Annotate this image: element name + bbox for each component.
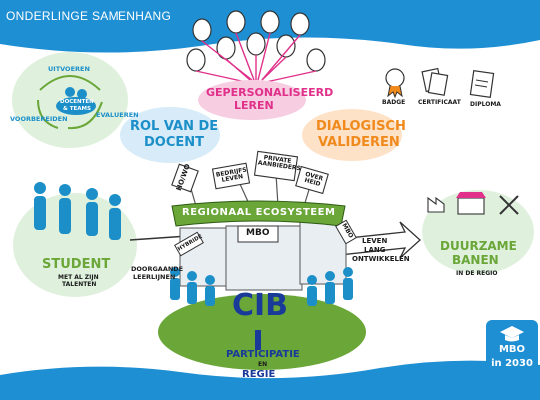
- teacher-role-blob: [120, 107, 220, 163]
- face-6: [216, 36, 236, 60]
- student-figures: [34, 182, 121, 240]
- graduation-cap-icon: [500, 326, 524, 342]
- student-sub-line1: MET AL ZIJN: [58, 274, 99, 281]
- teacher-role-line2: DOCENT: [144, 135, 205, 150]
- badge-line1: MBO: [498, 344, 526, 355]
- face-1: [192, 18, 212, 42]
- credential-badge-label: BADGE: [382, 99, 406, 106]
- cycle-center-line1: DOCENTEN: [60, 99, 94, 105]
- diploma-icon: [469, 70, 495, 98]
- lifelong-line3: ONTWIKKELEN: [352, 255, 410, 263]
- dialogic-blob: [302, 109, 402, 161]
- cib-stem: [255, 330, 261, 350]
- face-4: [290, 12, 310, 36]
- sign-private: [253, 150, 299, 182]
- mbo-2030-badge: MBO in 2030: [486, 320, 538, 378]
- cycle-step-right: EVALUEREN: [96, 111, 139, 119]
- hybride-sign: [174, 231, 204, 257]
- pathways-line1: DOORGAANDE: [131, 265, 184, 273]
- jobs-line2: BANEN: [452, 253, 499, 267]
- face-2: [226, 10, 246, 34]
- regional-banner: [171, 200, 346, 227]
- face-8: [276, 34, 296, 58]
- header-title-part2: ENHANG: [118, 9, 172, 23]
- participation-line2: EN: [258, 361, 268, 368]
- shop-icon: [456, 192, 486, 215]
- regional-ecosystem-label: REGIONAAL ECOSYSTEEM: [182, 207, 336, 218]
- certificate-icon: [421, 67, 449, 96]
- factory-icon: [427, 196, 445, 213]
- jobs-sub: IN DE REGIO: [456, 270, 498, 277]
- badge-line2: in 2030: [491, 358, 533, 369]
- badge-icon: [385, 68, 405, 99]
- signposts: [171, 150, 329, 195]
- credential-diploma-label: DIPLOMA: [470, 101, 501, 108]
- jobs-line1: DUURZAME: [440, 239, 517, 253]
- pathway-arrow: [129, 235, 189, 241]
- cycle-arrow-right: [67, 101, 103, 130]
- cycle-center-line2: & TEAMS: [63, 106, 91, 112]
- cycle-arrow-left: [37, 99, 59, 129]
- face-connectors: [195, 32, 317, 83]
- lifelong-line1: LEVEN: [362, 237, 388, 245]
- jobs-blob: [422, 190, 534, 274]
- pathways-line2: LEERLIJNEN: [133, 273, 176, 281]
- face-9: [306, 48, 326, 72]
- top-wave: [0, 30, 540, 53]
- face-5: [186, 48, 206, 72]
- participation-line3: REGIE: [242, 369, 276, 380]
- personalised-blob: [198, 80, 306, 120]
- green-hill: [158, 294, 366, 370]
- header-title-part1: ONDERLINGE SAM: [6, 9, 119, 23]
- dialogic-line1: DIALOGISCH: [316, 119, 406, 134]
- teacher-head-1: [65, 87, 75, 97]
- credential-certificate-label: CERTIFICAAT: [418, 99, 461, 106]
- student-sub-line2: TALENTEN: [62, 281, 97, 288]
- personalised-line2: LEREN: [234, 99, 274, 112]
- teacher-head-2: [77, 89, 87, 99]
- student-title: STUDENT: [42, 257, 111, 272]
- dialogic-line2: VALIDEREN: [318, 135, 400, 150]
- lifelong-line2: LANG: [364, 246, 386, 254]
- participation-line1: PARTICIPATIE: [226, 349, 300, 360]
- bottom-wave: [0, 360, 540, 400]
- cycle-arrow-top: [39, 75, 101, 91]
- cycle-step-left: VOORBEREIDEN: [10, 115, 68, 123]
- face-3: [260, 10, 280, 34]
- sign-ho-wo: [171, 163, 199, 193]
- personalised-line1: GEPERSONALISEERD: [206, 86, 334, 99]
- mbo-sign-label: MBO: [246, 228, 270, 238]
- cib-title: CIB: [232, 288, 289, 323]
- crowd-figures: [170, 267, 353, 306]
- sign-government: [295, 165, 329, 195]
- face-7: [246, 32, 266, 56]
- cycle-step-top: UITVOEREN: [48, 65, 90, 73]
- sign-business: [211, 162, 251, 190]
- teachers-center-pill: [56, 97, 96, 115]
- mbo-sign: [237, 225, 279, 243]
- teacher-role-line1: ROL VAN DE: [130, 119, 219, 134]
- school-sign: [335, 219, 357, 245]
- tools-icon: [499, 195, 519, 215]
